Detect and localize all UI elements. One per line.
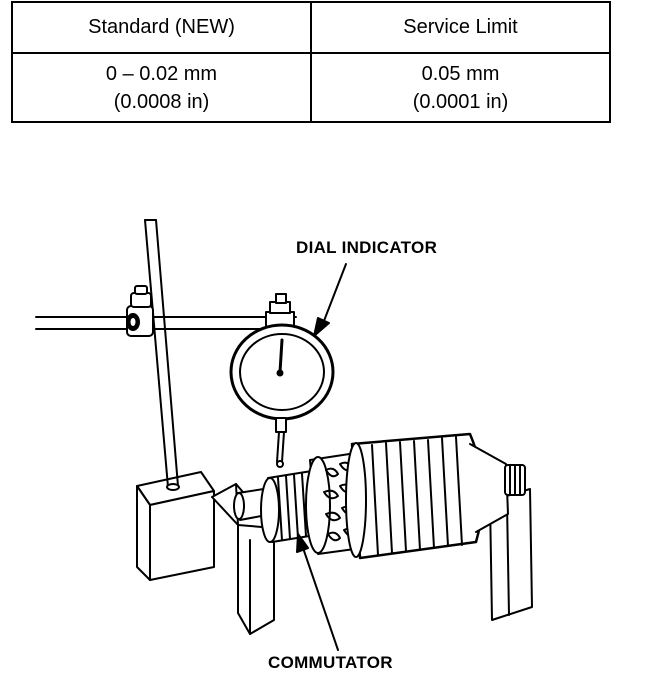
post-clamp xyxy=(126,285,154,337)
dial-indicator xyxy=(229,293,335,468)
limit-imperial: (0.0001 in) xyxy=(412,90,509,113)
spec-table: Standard (NEW) Service Limit 0 – 0.02 mm… xyxy=(11,1,611,123)
cell-standard: 0 – 0.02 mm (0.0008 in) xyxy=(11,52,312,123)
indicator-arm xyxy=(35,316,297,330)
table-row: 0 – 0.02 mm (0.0008 in) 0.05 mm (0.0001 … xyxy=(11,52,611,123)
stand-post xyxy=(144,219,180,491)
magnetic-base xyxy=(136,471,215,581)
header-standard: Standard (NEW) xyxy=(11,1,312,54)
table-header-row: Standard (NEW) Service Limit xyxy=(11,1,611,54)
standard-imperial: (0.0008 in) xyxy=(113,90,210,113)
cell-service-limit: 0.05 mm (0.0001 in) xyxy=(310,52,611,123)
limit-metric: 0.05 mm xyxy=(421,62,500,85)
commutator-label: COMMUTATOR xyxy=(268,653,393,672)
standard-metric: 0 – 0.02 mm xyxy=(105,62,218,85)
commutator-arrow xyxy=(296,533,339,651)
armature-core xyxy=(345,432,484,560)
armature xyxy=(233,432,526,560)
dial-indicator-label: DIAL INDICATOR xyxy=(296,238,438,257)
dial-indicator-arrow xyxy=(313,263,347,337)
header-service-limit: Service Limit xyxy=(310,1,611,54)
